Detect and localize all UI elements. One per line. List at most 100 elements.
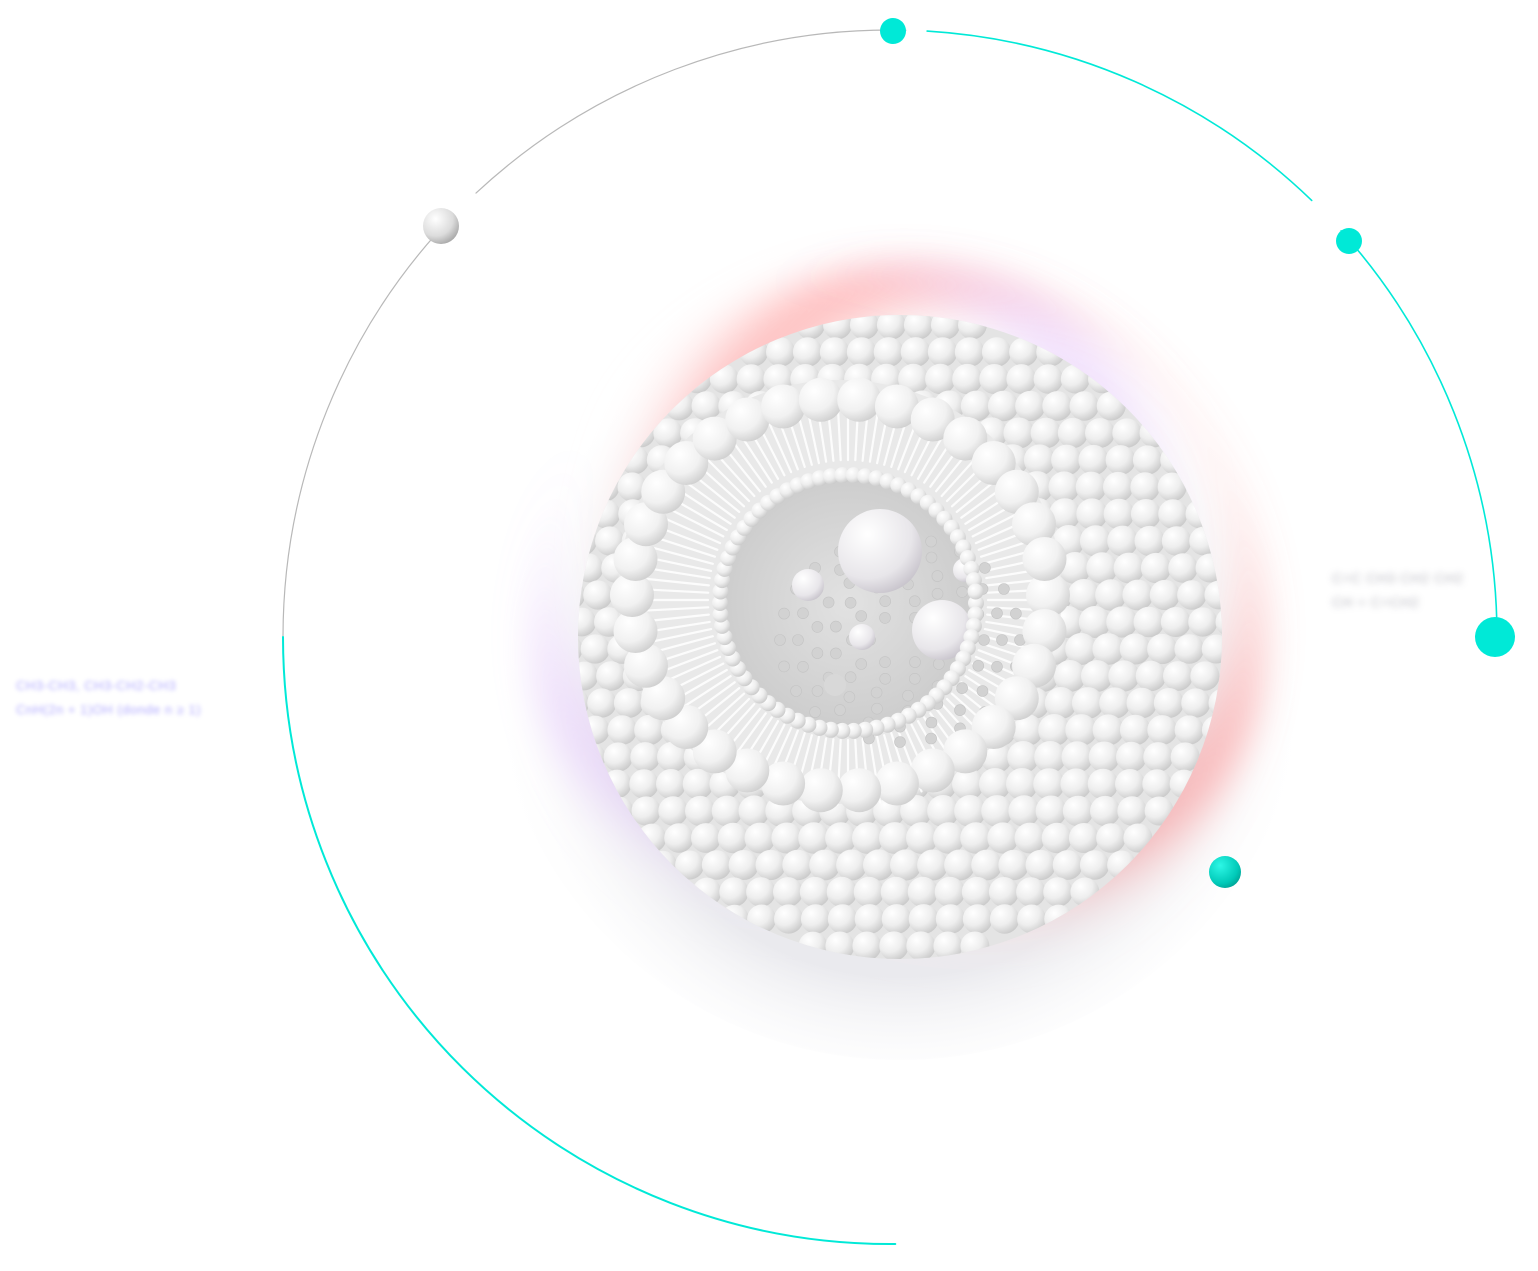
inner-core-ball xyxy=(925,732,937,745)
surface-ball xyxy=(792,337,823,367)
inner-core-ball xyxy=(956,586,968,598)
surface-ball xyxy=(719,877,749,907)
surface-ball xyxy=(1135,660,1167,692)
dot-icon-right xyxy=(1475,617,1515,657)
inner-core-ball xyxy=(991,607,1003,620)
surface-ball xyxy=(691,391,721,421)
surface-ball xyxy=(1119,714,1151,746)
outer-ring-ball xyxy=(761,761,806,806)
inner-core-ball xyxy=(830,647,842,660)
surface-ball xyxy=(934,876,966,908)
surface-ball xyxy=(629,769,659,799)
surface-ball xyxy=(1062,795,1094,827)
surface-ball xyxy=(907,876,939,908)
surface-ball xyxy=(1015,390,1046,422)
surface-ball xyxy=(578,661,599,691)
surface-ball xyxy=(1092,633,1124,665)
surface-ball xyxy=(774,904,804,934)
orbit-arc-grey-upper xyxy=(475,29,907,194)
outer-ring-ball xyxy=(943,729,988,774)
surface-ball xyxy=(766,337,796,367)
outer-ring-ball xyxy=(641,676,686,721)
inner-core-ball xyxy=(792,634,804,646)
surface-ball xyxy=(1044,687,1077,719)
lipid-tail xyxy=(642,577,710,587)
surface-ball xyxy=(1087,768,1119,800)
inner-core-ball xyxy=(809,706,821,718)
surface-ball xyxy=(1053,660,1086,692)
surface-ball xyxy=(1140,552,1172,584)
formula-right: C=C CH3 CH2 CH2 CH + C=CH2 xyxy=(1332,566,1464,614)
inner-core-ball xyxy=(778,660,790,673)
surface-ball xyxy=(1108,660,1140,692)
orbit-arc-teal-bottom xyxy=(282,636,897,1246)
inner-core-ball xyxy=(871,702,883,715)
surface-ball xyxy=(903,315,933,340)
surface-ball xyxy=(879,931,909,959)
surface-ball xyxy=(1023,444,1056,476)
surface-ball xyxy=(1177,580,1207,610)
surface-ball xyxy=(927,795,960,827)
liposome-sphere xyxy=(578,315,1222,959)
surface-ball xyxy=(854,904,885,934)
surface-ball xyxy=(1090,795,1121,827)
outer-ring-ball xyxy=(910,748,955,793)
surface-ball xyxy=(1163,661,1193,691)
surface-ball xyxy=(1126,687,1158,719)
outer-ring-ball xyxy=(624,643,668,688)
surface-ball xyxy=(906,822,938,854)
surface-ball xyxy=(1113,552,1145,584)
surface-ball xyxy=(1088,741,1120,773)
surface-ball xyxy=(1061,741,1093,773)
surface-ball xyxy=(1123,823,1153,853)
surface-ball xyxy=(1033,364,1064,394)
inner-large-ball xyxy=(838,509,922,593)
surface-ball xyxy=(1078,444,1109,476)
inner-core-ball xyxy=(894,736,906,748)
inner-core-ball xyxy=(811,621,824,633)
surface-ball xyxy=(1068,823,1099,853)
orbit-arc-teal-top-right xyxy=(926,30,1313,202)
surface-ball xyxy=(1071,687,1104,719)
surface-ball xyxy=(927,337,958,367)
surface-ball xyxy=(944,849,976,881)
surface-ball xyxy=(1033,768,1065,800)
surface-ball xyxy=(1099,687,1131,719)
inner-ring-ball xyxy=(834,467,851,484)
surface-ball xyxy=(880,876,912,908)
inner-core-ball xyxy=(870,686,883,699)
inner-core-ball xyxy=(879,595,892,608)
surface-ball xyxy=(1065,633,1098,665)
inner-core-ball xyxy=(998,583,1010,595)
inner-core-ball xyxy=(879,612,891,624)
surface-ball xyxy=(634,714,665,746)
surface-ball xyxy=(1122,579,1154,611)
surface-ball xyxy=(846,337,877,367)
surface-ball xyxy=(617,472,647,502)
outer-ring-ball xyxy=(692,416,737,461)
inner-medium-ball xyxy=(912,600,972,660)
surface-ball xyxy=(1014,822,1046,854)
inner-core-ball xyxy=(778,607,790,620)
outer-ring-ball xyxy=(725,748,770,793)
inner-core-ball xyxy=(979,562,991,574)
surface-ball xyxy=(1025,849,1056,881)
surface-ball xyxy=(1067,579,1100,611)
surface-ball xyxy=(1011,714,1044,746)
surface-ball xyxy=(1034,741,1067,773)
surface-ball xyxy=(631,796,661,826)
inner-core-ball xyxy=(925,535,937,548)
surface-ball xyxy=(1106,606,1138,638)
surface-ball xyxy=(1130,499,1161,529)
surface-ball xyxy=(825,822,857,854)
surface-ball xyxy=(1085,418,1115,448)
surface-ball xyxy=(998,849,1029,881)
surface-ball xyxy=(587,688,617,718)
surface-ball xyxy=(755,849,786,881)
surface-ball xyxy=(981,337,1012,367)
surface-ball xyxy=(961,876,993,908)
surface-ball xyxy=(988,877,1019,907)
lipid-tail xyxy=(642,588,710,594)
surface-ball xyxy=(954,337,985,367)
surface-ball xyxy=(1204,580,1222,610)
